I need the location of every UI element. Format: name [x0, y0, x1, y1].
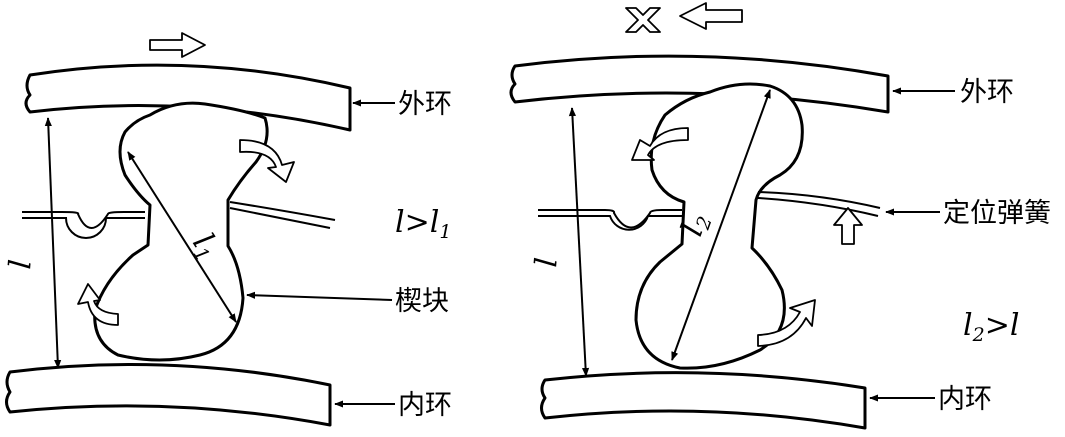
- left-inner-ring: [5, 362, 332, 427]
- right-curved-arrow-lower-icon: [757, 299, 816, 347]
- cross-icon: [625, 7, 661, 33]
- left-outer-ring-label: 外环: [398, 89, 452, 120]
- hollow-arrow-up-icon: [833, 207, 863, 245]
- right-dimension-l: [568, 107, 590, 377]
- left-dimension-l: [44, 117, 62, 369]
- right-inner-ring: [540, 371, 867, 430]
- left-dimension-l-label: l: [3, 258, 39, 271]
- left-inner-ring-label: 内环: [398, 390, 452, 421]
- right-dimension-l-label: l: [529, 256, 565, 269]
- right-spring: [757, 191, 881, 209]
- right-curved-arrow-upper-icon: [631, 127, 689, 161]
- right-raceway-line-upper: [538, 209, 682, 229]
- left-raceway-line-lower: [22, 217, 145, 239]
- left-raceway-line-upper: [22, 211, 145, 229]
- right-spring-lower: [757, 197, 879, 217]
- left-wedge-leader: [246, 291, 393, 301]
- right-diagonal-l2: [671, 89, 771, 361]
- left-relation: l>l1: [395, 205, 451, 243]
- left-spring: [229, 201, 336, 221]
- right-spring-label: 定位弹簧: [943, 198, 1051, 229]
- hollow-arrow-right-icon: [149, 32, 206, 58]
- left-panel: l1 l 外环 楔块 内环 l>l1: [3, 32, 452, 427]
- right-wedge-block: [634, 82, 804, 370]
- right-panel: l2 l 外环 定位弹簧 内环 l2>l: [509, 2, 1051, 430]
- left-spring-lower: [229, 207, 331, 229]
- right-inner-ring-label: 内环: [938, 384, 992, 415]
- right-outer-ring-label: 外环: [960, 77, 1014, 108]
- hollow-arrow-left-icon: [679, 2, 743, 30]
- right-relation: l2>l: [963, 308, 1019, 346]
- left-curved-arrow-upper-icon: [239, 139, 295, 183]
- right-raceway-line-lower: [538, 215, 682, 231]
- left-wedge-label: 楔块: [395, 286, 449, 317]
- left-curved-arrow-lower-icon: [77, 283, 119, 326]
- left-diagonal-l1: [127, 151, 237, 323]
